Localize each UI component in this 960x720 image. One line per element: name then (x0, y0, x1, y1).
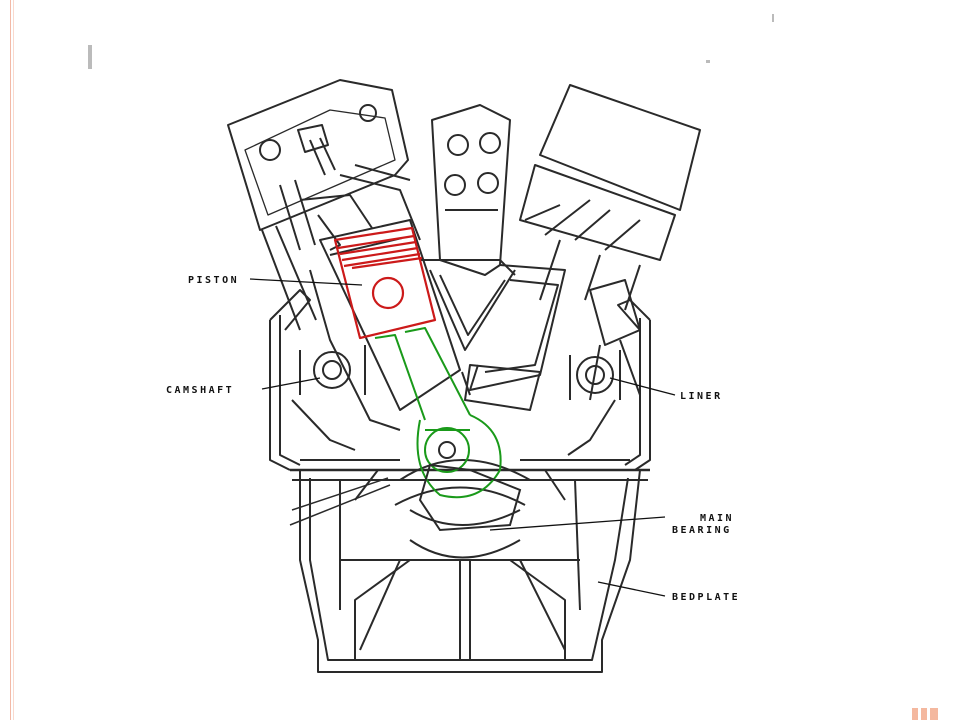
left-cylinder-head (227, 79, 421, 331)
slide-left-border (10, 0, 11, 720)
crankcase-walls (269, 289, 651, 471)
label-piston: PISTON (188, 275, 239, 286)
crank-web (418, 463, 522, 532)
piston (333, 226, 437, 340)
right-cylinder-head (464, 84, 701, 411)
scan-marks (88, 14, 774, 69)
left-camshaft (299, 345, 366, 395)
label-main-bearing-line2: BEARING (672, 525, 732, 536)
slide-left-border-inner (13, 0, 14, 720)
label-bedplate: BEDPLATE (672, 592, 740, 603)
connecting-rod (374, 327, 502, 499)
label-main-bearing-line1: MAIN (700, 513, 734, 524)
bedplate-structure (290, 468, 650, 673)
label-liner: LINER (680, 391, 723, 402)
right-camshaft (569, 350, 621, 400)
leader-lines (249, 278, 676, 597)
label-camshaft: CAMSHAFT (166, 385, 234, 396)
corner-decoration (912, 708, 938, 720)
